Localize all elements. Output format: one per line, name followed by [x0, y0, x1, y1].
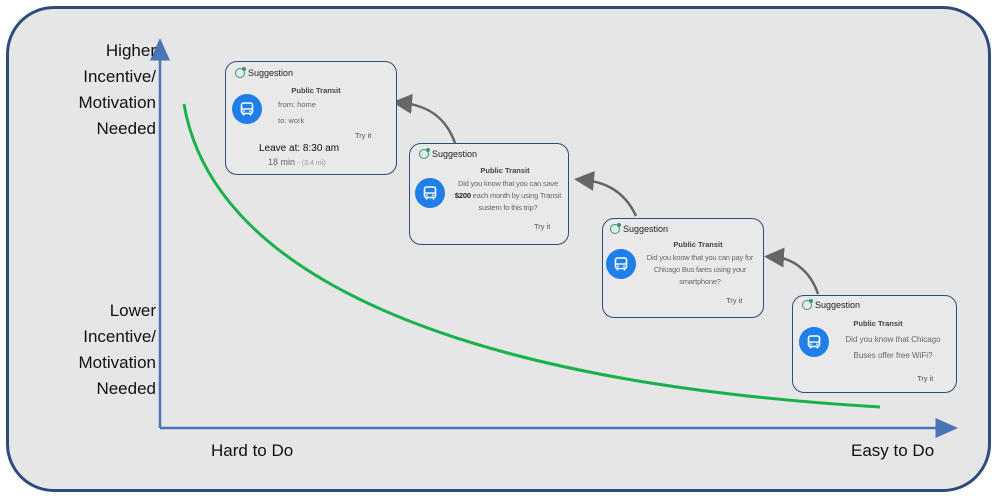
card-header: Suggestion	[235, 67, 294, 78]
y-low-line-3: Motivation	[78, 353, 156, 372]
card-title: Public Transit	[480, 166, 530, 175]
arrow-card3-to-card2	[574, 170, 638, 217]
bus-icon	[606, 249, 636, 279]
card-message-line-2: $200 each month by using Transit	[446, 190, 570, 202]
app-logo-icon	[610, 223, 621, 234]
y-low-line-2: Incentive/	[83, 327, 156, 346]
arrow-card4-to-card3	[764, 247, 820, 295]
arrow-card2-to-card1	[392, 93, 457, 144]
card-message-line-3: sustem fo this trip?	[478, 203, 538, 212]
savings-amount: $200	[454, 191, 471, 200]
card-destination: to: work	[278, 116, 305, 125]
y-high-line-4: Needed	[96, 119, 156, 138]
bus-icon	[232, 94, 262, 124]
y-low-line-1: Lower	[109, 301, 156, 320]
y-low-line-4: Needed	[96, 379, 156, 398]
y-high-line-2: Incentive/	[83, 67, 156, 86]
card-header-label: Suggestion	[815, 300, 861, 310]
diagram-frame	[6, 6, 991, 492]
card-message-line-3: smartphone?	[679, 277, 721, 286]
card-title: Public Transit	[853, 319, 903, 328]
trip-duration-row: 18 min - (3.4 mi)	[268, 157, 326, 167]
card-message-line-2: Chicago Bus fares using your	[653, 265, 747, 274]
suggestion-card-wifi[interactable]: Suggestion Public Transit Did you know t…	[792, 295, 957, 393]
bus-icon	[415, 178, 445, 208]
y-axis-label-low: Lower Incentive/ Motivation Needed	[38, 298, 156, 402]
y-high-line-3: Motivation	[78, 93, 156, 112]
card-message-line-2: Buses offer free WiFi?	[853, 351, 933, 360]
try-it-link[interactable]: Try it	[534, 222, 551, 231]
card-title: Public Transit	[673, 240, 723, 249]
app-logo-icon	[802, 299, 813, 310]
suggestion-card-commute[interactable]: Suggestion Public Transit from: home to:…	[225, 61, 397, 175]
trip-duration: 18 min	[268, 157, 296, 167]
try-it-link[interactable]: Try it	[355, 131, 372, 140]
card-message-line-1: Did you know that you can save	[458, 179, 558, 188]
y-high-line-1: Higher	[105, 41, 156, 60]
card-origin: from: home	[278, 100, 316, 109]
card-header: Suggestion	[802, 299, 861, 310]
x-axis-label-hard: Hard to Do	[211, 441, 294, 460]
card-header-label: Suggestion	[623, 224, 669, 234]
card-header: Suggestion	[419, 148, 478, 159]
bus-icon	[799, 327, 829, 357]
card-header-label: Suggestion	[248, 68, 294, 78]
suggestion-card-mobile-pay[interactable]: Suggestion Public Transit Did you know t…	[602, 218, 764, 318]
card-message-line-1: Did you know that you can pay for	[646, 253, 754, 262]
app-logo-icon	[419, 148, 430, 159]
card-header-label: Suggestion	[432, 149, 478, 159]
x-axis-label-easy: Easy to Do	[851, 441, 935, 460]
card-message: Did you know that you can pay for Chicag…	[636, 252, 764, 288]
card-message: Did you know that Chicago Buses offer fr…	[831, 332, 955, 364]
suggestion-card-savings[interactable]: Suggestion Public Transit Did you know t…	[409, 143, 569, 245]
try-it-link[interactable]: Try it	[726, 296, 743, 305]
card-title: Public Transit	[291, 86, 341, 95]
leave-time: Leave at: 8:30 am	[259, 143, 340, 154]
effort-motivation-curve	[182, 103, 881, 409]
card-message-line-1: Did you know that Chicago	[845, 335, 941, 344]
card-message-line-2-rest: each month by using Transit	[470, 191, 562, 200]
trip-distance: - (3.4 mi)	[297, 160, 326, 167]
app-logo-icon	[235, 67, 246, 78]
card-message: Did you know that you can save $200 each…	[446, 178, 570, 214]
card-header: Suggestion	[610, 223, 669, 234]
try-it-link[interactable]: Try it	[917, 374, 934, 383]
y-axis-label-high: Higher Incentive/ Motivation Needed	[38, 38, 156, 142]
